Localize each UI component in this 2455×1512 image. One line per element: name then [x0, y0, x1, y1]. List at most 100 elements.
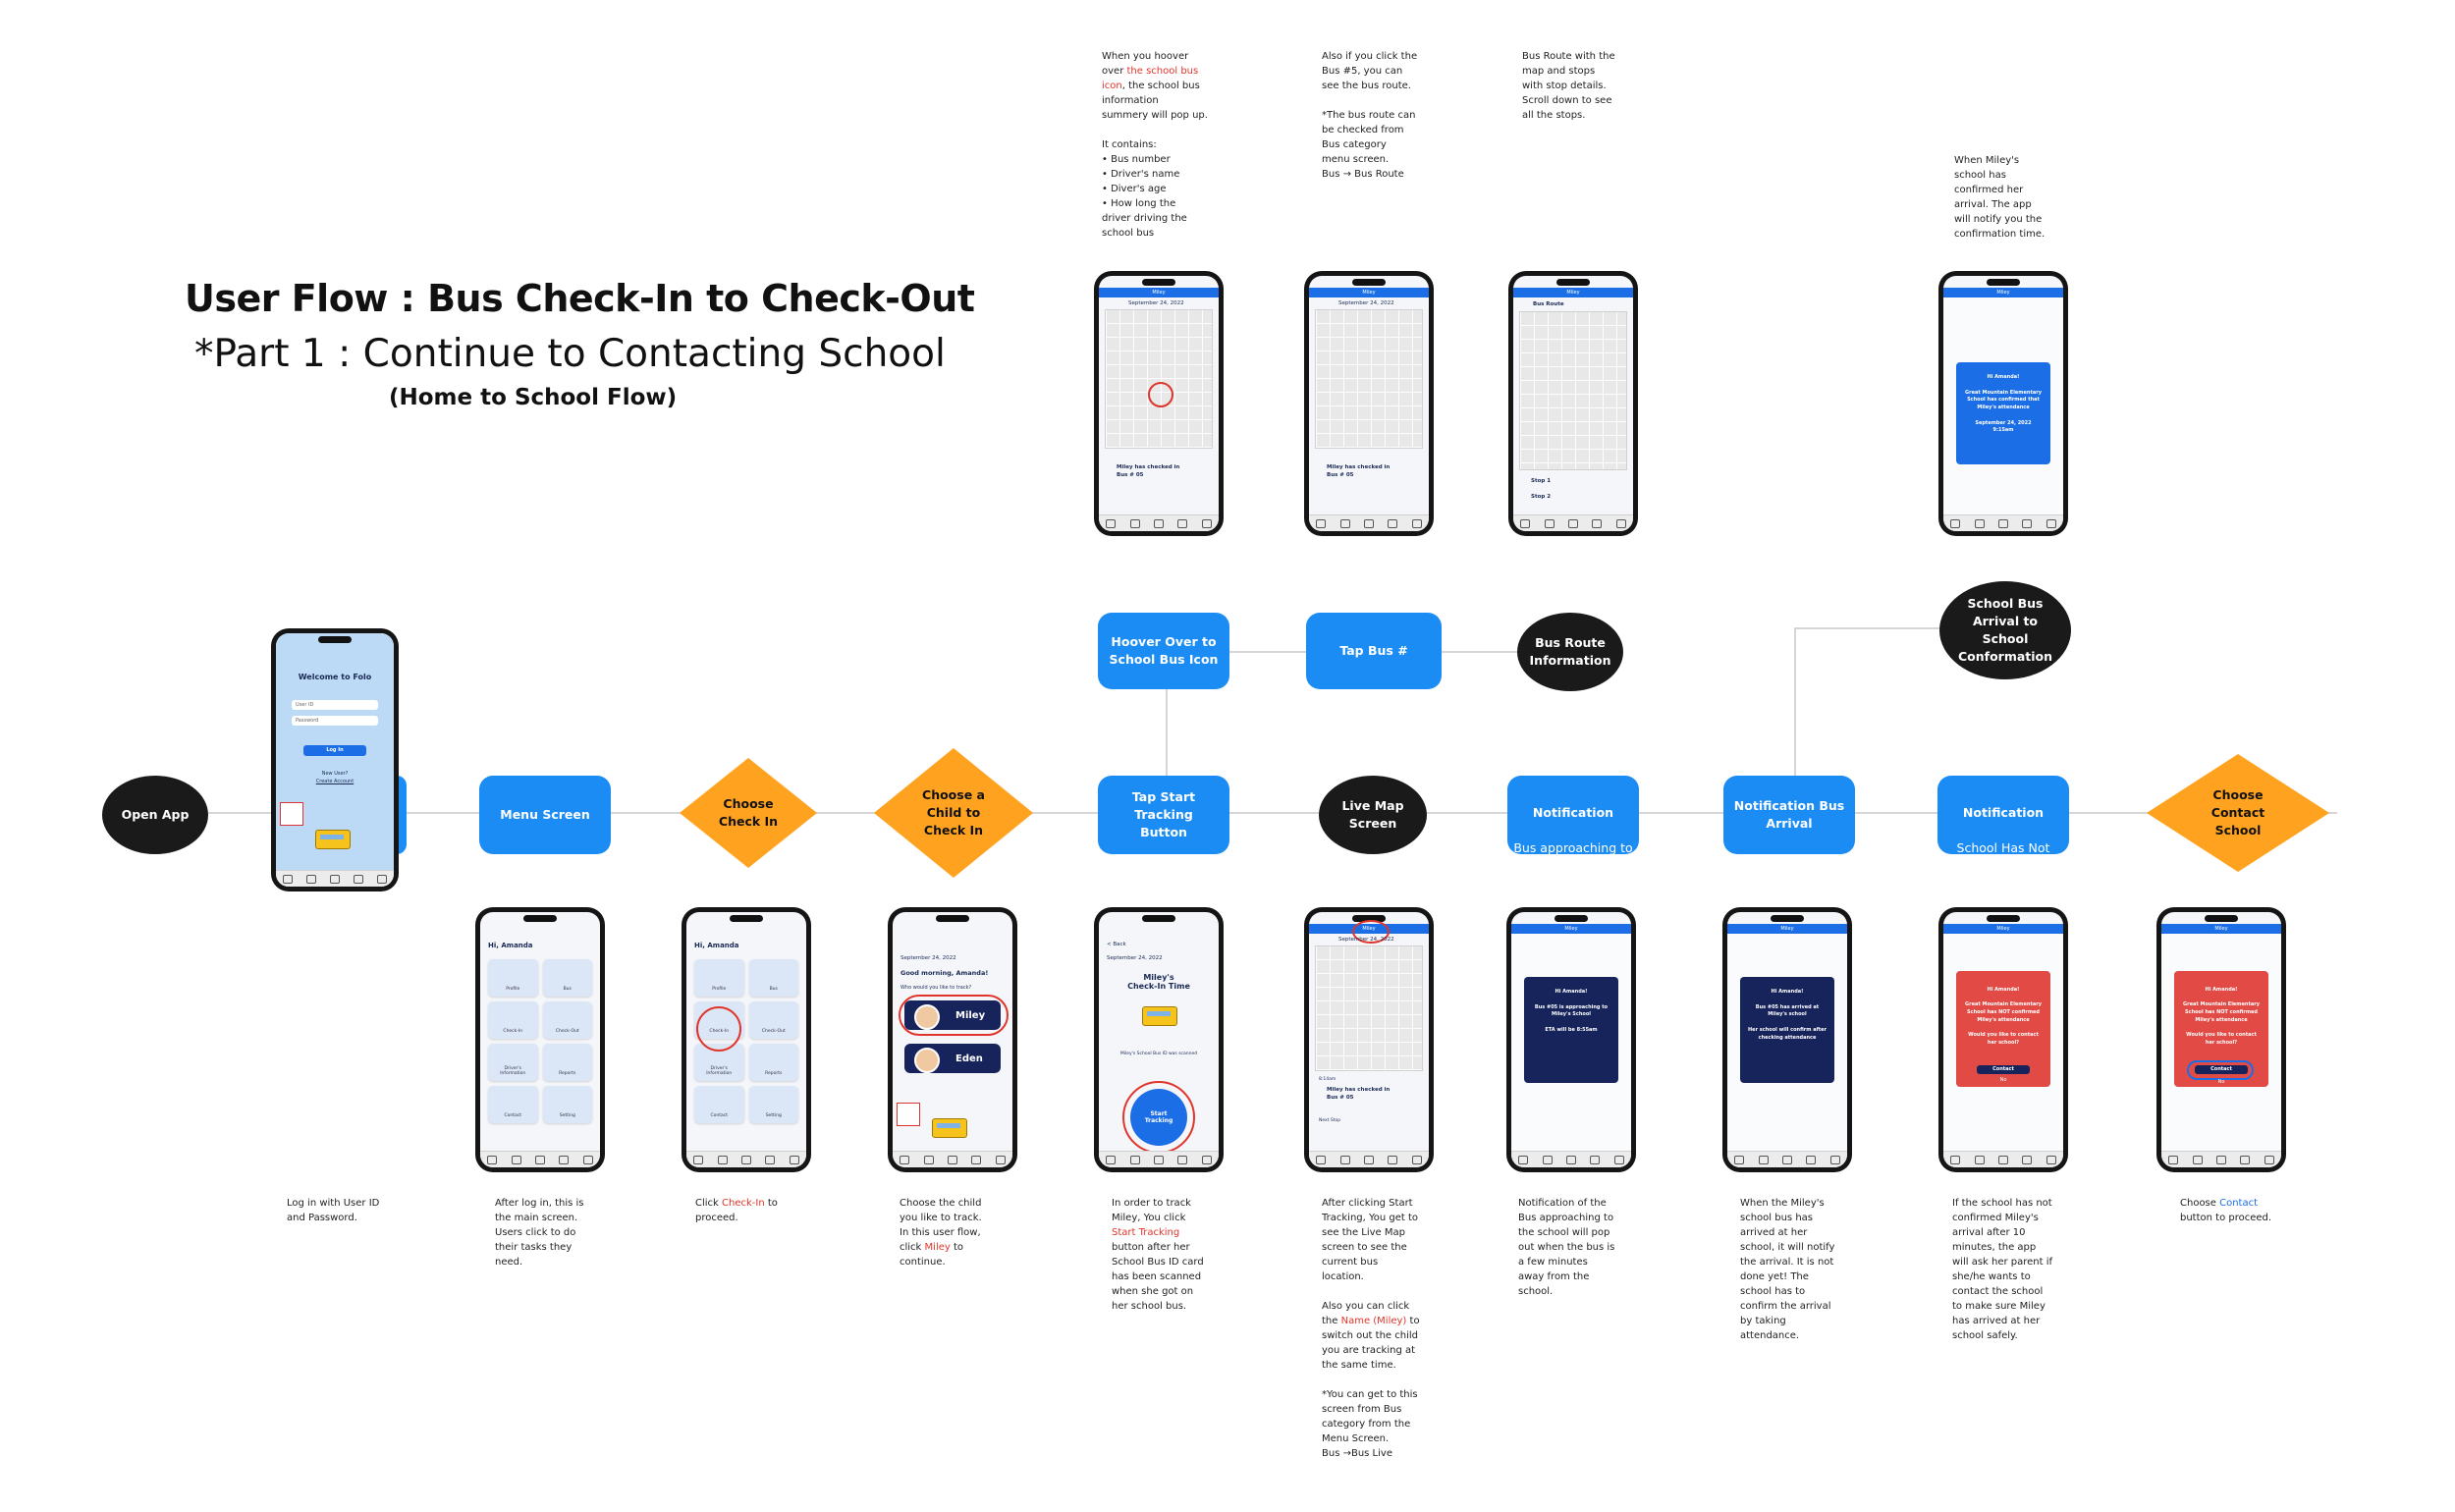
menu-tile[interactable]: Bus	[542, 959, 592, 997]
phone-arrival-confirmed: Miley Hi Amanda! Great Mountain Elementa…	[1938, 271, 2068, 536]
phone-hover-bus-icon: Miley September 24, 2022 Miley has check…	[1094, 271, 1224, 536]
password-input[interactable]: Password	[292, 716, 378, 726]
date-label: September 24, 2022	[1107, 955, 1163, 961]
login-title: Welcome to Folo	[298, 673, 372, 681]
live-map[interactable]	[1315, 945, 1423, 1071]
menu-tile[interactable]: Profile	[694, 959, 744, 997]
menu-tile[interactable]: Reports	[542, 1044, 592, 1081]
school-bus-illustration	[315, 830, 351, 849]
no-button[interactable]: No	[1999, 1077, 2007, 1083]
phone-choose-contact: Miley Hi Amanda! Great Mountain Elementa…	[2156, 907, 2286, 1172]
start-highlight-ring	[1122, 1081, 1195, 1154]
bus-icon-highlight-ring	[1148, 382, 1173, 407]
school-bus-illustration	[932, 1118, 967, 1138]
node-tap-bus: Tap Bus #	[1306, 613, 1442, 689]
page-title: User Flow : Bus Check-In to Check-Out	[185, 277, 975, 320]
menu-tile[interactable]: Contact	[488, 1086, 538, 1123]
note-choose-child: Choose the child you like to track. In t…	[900, 1198, 982, 1268]
contact-button[interactable]: Contact	[1977, 1065, 2030, 1074]
menu-tile[interactable]: Profile	[488, 959, 538, 997]
phone-live-map: Miley September 24, 2022 8:14am Miley ha…	[1304, 907, 1434, 1172]
node-notif-not-confirmed: Notification School Has Not Been Confirm…	[1937, 776, 2069, 874]
greeting-text: Good morning, Amanda!	[900, 969, 989, 977]
menu-tile[interactable]: Contact	[694, 1086, 744, 1123]
flow-label: (Home to School Flow)	[389, 385, 678, 410]
note-tap-bus: Also if you click the Bus #5, you can se…	[1322, 51, 1418, 180]
child-card-eden[interactable]: Eden	[904, 1044, 1001, 1073]
no-button[interactable]: No	[2217, 1079, 2225, 1085]
node-choose-checkin: Choose Check In	[680, 758, 817, 868]
bus-number-text: Bus # 05	[1327, 1095, 1354, 1101]
menu-greeting: Hi, Amanda	[488, 942, 533, 949]
page-subtitle: *Part 1 : Continue to Contacting School	[194, 332, 946, 376]
menu-tile[interactable]: Bus	[748, 959, 798, 997]
new-user-label: New User?	[321, 771, 349, 777]
phone-notif-arrival: Miley Hi Amanda! Bus #05 has arrived at …	[1722, 907, 1852, 1172]
menu-tile[interactable]: Setting	[542, 1086, 592, 1123]
top-bar: Miley	[1513, 288, 1633, 297]
phone-notif-not-confirmed: Miley Hi Amanda! Great Mountain Elementa…	[1938, 907, 2068, 1172]
checked-in-text: Miley has checked in	[1327, 1087, 1391, 1093]
confirmed-notification-card: Hi Amanda! Great Mountain Elementary Sch…	[1956, 362, 2050, 464]
node-menu-screen: Menu Screen	[479, 776, 611, 854]
top-bar: Miley	[1943, 288, 2063, 297]
school-bus-illustration	[1142, 1006, 1177, 1026]
node-arrival-confirmation: School Bus Arrival to School Conformatio…	[1939, 581, 2071, 679]
menu-tile[interactable]: Setting	[748, 1086, 798, 1123]
phone-tap-bus: Miley September 24, 2022 Miley has check…	[1304, 271, 1434, 536]
stop-2-label: Stop 2	[1531, 494, 1552, 500]
checked-in-text: Miley has checked in	[1117, 464, 1180, 470]
menu-greeting: Hi, Amanda	[694, 942, 739, 949]
house-illustration	[280, 802, 303, 826]
approach-notification-card: Hi Amanda! Bus #05 is approaching to Mil…	[1524, 977, 1618, 1083]
live-map[interactable]	[1105, 309, 1213, 449]
menu-tile[interactable]: Check-Out	[748, 1001, 798, 1039]
top-bar: Miley	[1309, 288, 1429, 297]
live-map[interactable]	[1315, 309, 1423, 449]
node-open-app: Open App	[102, 776, 208, 854]
note-arrival: When the Miley's school bus has arrived …	[1740, 1198, 1835, 1341]
menu-tile[interactable]: Driver's Information	[488, 1044, 538, 1081]
note-menu: After log in, this is the main screen. U…	[495, 1198, 584, 1268]
node-notif-arrival: Notification Bus Arrival	[1723, 776, 1855, 854]
date-label: September 24, 2022	[1128, 300, 1184, 306]
menu-tile[interactable]: Check-Out	[542, 1001, 592, 1039]
checked-in-text: Miley has checked in	[1327, 464, 1391, 470]
contact-button[interactable]: Contact	[2195, 1065, 2248, 1074]
name-highlight-ring	[1352, 920, 1390, 944]
route-map[interactable]	[1519, 311, 1627, 470]
node-live-map-screen: Live Map Screen	[1319, 776, 1427, 854]
top-bar: Miley	[1943, 924, 2063, 934]
phone-login-screen: Welcome to Folo User ID Password Log In …	[271, 628, 399, 891]
time-label: 8:14am	[1319, 1077, 1337, 1082]
arrival-notification-card: Hi Amanda! Bus #05 has arrived at Miley'…	[1740, 977, 1834, 1083]
user-id-input[interactable]: User ID	[292, 700, 378, 710]
top-bar: Miley	[2161, 924, 2281, 934]
node-bus-route-info: Bus Route Information	[1517, 613, 1623, 691]
login-button[interactable]: Log In	[303, 745, 366, 756]
bus-number-text: Bus # 05	[1327, 472, 1354, 478]
date-label: September 24, 2022	[1338, 937, 1394, 943]
node-tap-start-tracking: Tap Start Tracking Button	[1098, 776, 1229, 854]
top-bar: Miley	[1727, 924, 1847, 934]
menu-tile[interactable]: Check-In	[488, 1001, 538, 1039]
note-contact: Choose Contact button to proceed.	[2180, 1198, 2272, 1223]
miley-highlight-ring	[899, 995, 1009, 1036]
top-bar: Miley	[1511, 924, 1631, 934]
stop-1-label: Stop 1	[1531, 478, 1552, 484]
question-text: Who would you like to track?	[900, 985, 972, 991]
node-hover-bus-icon: Hoover Over to School Bus Icon	[1098, 613, 1229, 689]
node-choose-child: Choose a Child to Check In	[874, 748, 1033, 878]
phone-start-tracking: < Back September 24, 2022 Miley's Check-…	[1094, 907, 1224, 1172]
checkin-heading: Miley's Check-In Time	[1127, 973, 1190, 991]
note-checkin: Click Check-In to proceed.	[695, 1198, 778, 1223]
back-link[interactable]: < Back	[1107, 942, 1126, 947]
menu-tile[interactable]: Reports	[748, 1044, 798, 1081]
create-account-link[interactable]: Create Account	[315, 779, 355, 784]
child-card-miley[interactable]: Miley	[904, 1000, 1001, 1030]
